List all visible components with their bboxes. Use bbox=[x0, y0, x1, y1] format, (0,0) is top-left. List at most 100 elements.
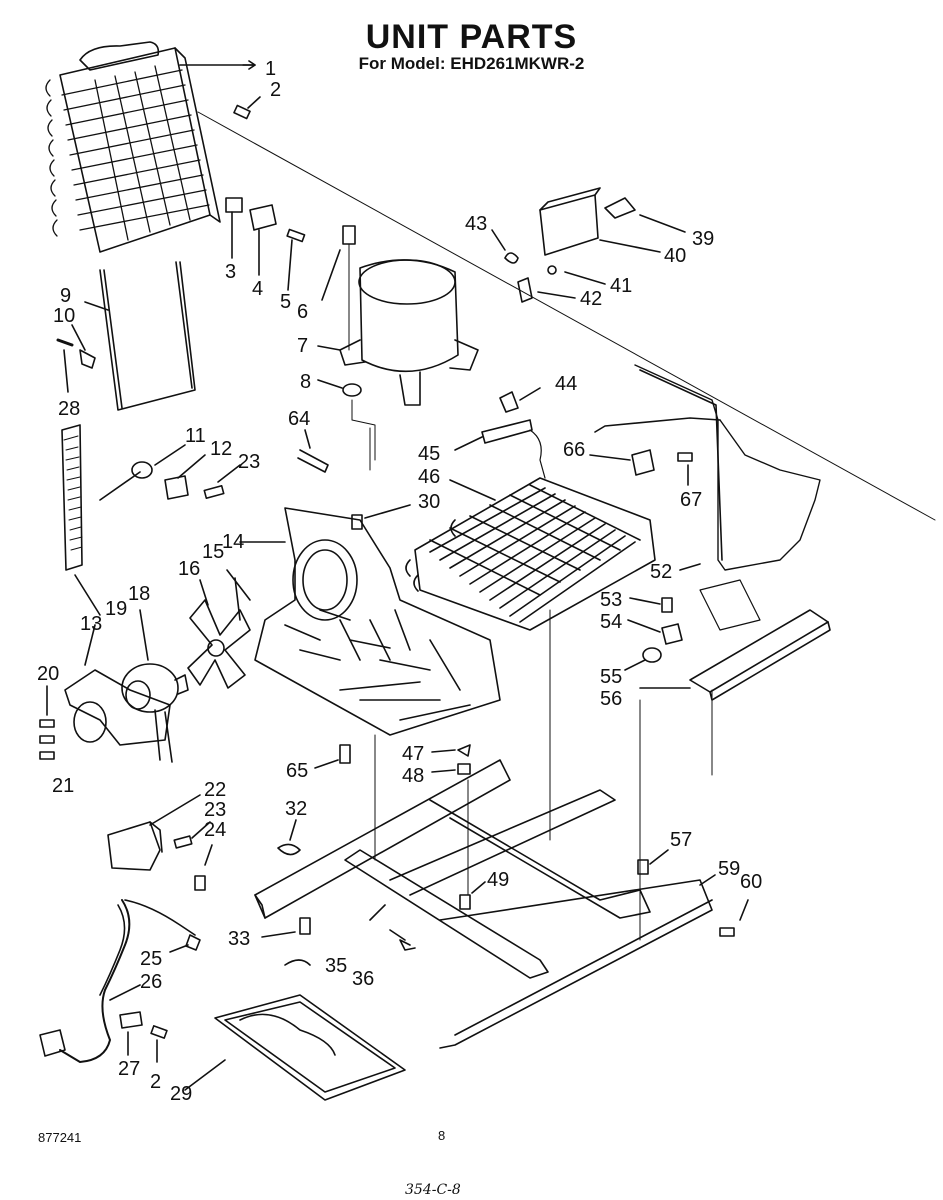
callout-41: 41 bbox=[610, 275, 632, 297]
clip-part-64 bbox=[297, 449, 329, 473]
sensor-wire bbox=[99, 471, 141, 501]
page-number: 8 bbox=[438, 1128, 446, 1143]
callout-14: 14 bbox=[222, 531, 244, 553]
callout-7: 7 bbox=[297, 335, 308, 357]
clip-part-47 bbox=[457, 744, 471, 757]
callout-48: 48 bbox=[402, 765, 424, 787]
callout-29: 29 bbox=[170, 1083, 192, 1105]
callout-52: 52 bbox=[650, 561, 672, 583]
callout-16: 16 bbox=[178, 558, 200, 580]
air-shroud-part-14 bbox=[254, 507, 501, 736]
callout-26: 26 bbox=[140, 971, 162, 993]
callout-65: 65 bbox=[286, 760, 308, 782]
screw-part-20b bbox=[39, 735, 55, 744]
callout-64: 64 bbox=[288, 408, 310, 430]
callout-30: 30 bbox=[418, 491, 440, 513]
clip-part-12 bbox=[164, 475, 189, 500]
page-title: UNIT PARTS bbox=[365, 18, 578, 56]
callout-39: 39 bbox=[692, 228, 714, 250]
strain-relief-part-27 bbox=[119, 1011, 143, 1029]
screw-part-33 bbox=[299, 917, 311, 935]
callout-22: 22 bbox=[204, 779, 226, 801]
screw-part-67 bbox=[677, 452, 693, 462]
model-subtitle: For Model: EHD261MKWR-2 bbox=[358, 54, 585, 73]
callout-3: 3 bbox=[225, 261, 236, 283]
callout-59: 59 bbox=[718, 858, 740, 880]
callout-60: 60 bbox=[740, 871, 762, 893]
compressor-part-7 bbox=[339, 259, 479, 406]
screw-part-2 bbox=[233, 104, 251, 120]
clip-part-39 bbox=[604, 197, 636, 219]
screw-part-5 bbox=[286, 228, 306, 243]
callout-4: 4 bbox=[252, 278, 263, 300]
callout-25: 25 bbox=[140, 948, 162, 970]
defrost-heater bbox=[99, 261, 196, 411]
screw-part-2b bbox=[150, 1025, 168, 1039]
screw-part-24 bbox=[194, 875, 206, 891]
callout-44: 44 bbox=[555, 373, 577, 395]
cord-wire bbox=[124, 899, 196, 936]
callout-42: 42 bbox=[580, 288, 602, 310]
callout-15: 15 bbox=[202, 541, 224, 563]
grommet-part-48 bbox=[457, 763, 471, 775]
tubing-part-52 bbox=[634, 364, 821, 571]
base-frame bbox=[254, 759, 713, 1049]
clip-part-32 bbox=[277, 843, 301, 856]
base-rail-part-56 bbox=[689, 609, 829, 693]
relay-part-42 bbox=[517, 277, 533, 303]
screw-part-60 bbox=[719, 927, 735, 937]
callout-36: 36 bbox=[352, 968, 374, 990]
callout-28: 28 bbox=[58, 398, 80, 420]
drier-part-45 bbox=[481, 419, 533, 444]
callout-2: 2 bbox=[270, 79, 281, 101]
callout-66: 66 bbox=[563, 439, 585, 461]
document-number: 877241 bbox=[38, 1130, 82, 1145]
screw-part-57 bbox=[637, 859, 649, 875]
callout-12: 12 bbox=[210, 438, 232, 460]
screw-part-30 bbox=[351, 514, 363, 530]
callout-21: 21 bbox=[52, 775, 74, 797]
callout-47: 47 bbox=[402, 743, 424, 765]
callout-labels: 1 2 3 4 5 6 7 8 9 10 11 12 13 14 15 16 1… bbox=[37, 58, 762, 1105]
callout-23a: 23 bbox=[238, 451, 260, 473]
bracket-part-54 bbox=[661, 623, 683, 645]
callout-27: 27 bbox=[118, 1058, 140, 1080]
handwritten-note: 354-C-8 bbox=[405, 1182, 461, 1198]
callout-35: 35 bbox=[325, 955, 347, 977]
condenser-part-46 bbox=[405, 477, 656, 631]
callout-11: 11 bbox=[185, 425, 206, 447]
callout-10: 10 bbox=[53, 305, 75, 327]
clip-part-10 bbox=[79, 349, 96, 369]
callout-18: 18 bbox=[128, 583, 150, 605]
callout-23b: 23 bbox=[204, 799, 226, 821]
callout-32: 32 bbox=[285, 798, 307, 820]
screw-part-49 bbox=[459, 894, 471, 910]
bracket-ring bbox=[73, 701, 107, 743]
relay-cover-part-40 bbox=[539, 194, 599, 256]
callout-19: 19 bbox=[105, 598, 127, 620]
callout-6: 6 bbox=[297, 301, 308, 323]
callout-55: 55 bbox=[600, 666, 622, 688]
screw-part-53 bbox=[661, 597, 673, 613]
terminal-part-25 bbox=[185, 934, 201, 951]
callout-24: 24 bbox=[204, 819, 226, 841]
fan-motor-part-18 bbox=[121, 663, 179, 713]
callout-45: 45 bbox=[418, 443, 440, 465]
callout-49: 49 bbox=[487, 869, 509, 891]
relay-part-22 bbox=[107, 821, 161, 871]
part-41 bbox=[547, 265, 557, 275]
drain-trough-part-13 bbox=[61, 424, 83, 571]
motor-bracket-part-19 bbox=[64, 669, 171, 746]
callout-43: 43 bbox=[465, 213, 487, 235]
callout-20: 20 bbox=[37, 663, 59, 685]
clip-part-36 bbox=[399, 939, 416, 951]
screw-part-65 bbox=[339, 744, 351, 764]
callout-40: 40 bbox=[664, 245, 686, 267]
callout-33: 33 bbox=[228, 928, 250, 950]
bracket-part-4 bbox=[249, 204, 277, 231]
callout-53: 53 bbox=[600, 589, 622, 611]
callout-8: 8 bbox=[300, 371, 311, 393]
fan-blade-part-16 bbox=[187, 599, 251, 689]
